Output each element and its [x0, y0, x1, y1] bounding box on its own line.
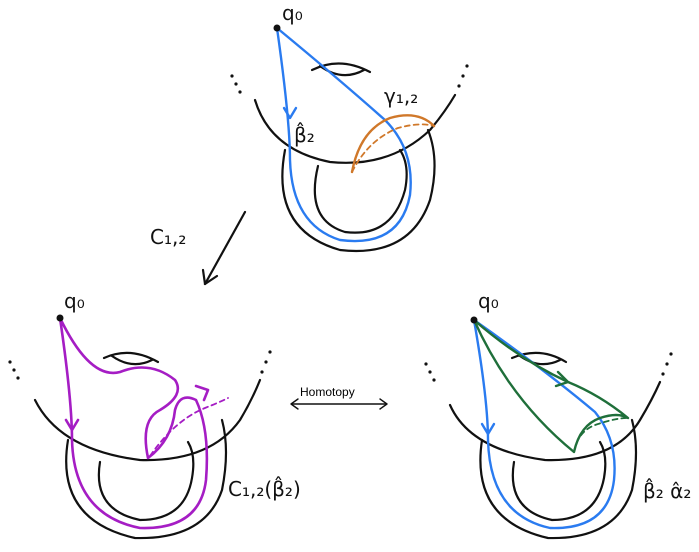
left-right-dots: [260, 350, 272, 374]
left-surface: q₀ C₁,₂(β̂₂): [8, 289, 301, 540]
top-gamma-curve: [350, 114, 436, 174]
right-surface-boundary: [448, 380, 662, 462]
top-beta-path: [275, 26, 412, 243]
top-basepoint-dot: [273, 24, 281, 32]
right-beta-path: [472, 318, 616, 530]
beta-top-label: β̂₂: [294, 122, 315, 147]
right-beta-arrowhead: [480, 422, 496, 436]
right-hole-upper: [510, 351, 568, 364]
left-left-dots: [8, 360, 20, 380]
top-left-dots: [230, 74, 242, 94]
left-handle-outer: [65, 418, 228, 540]
right-basepoint-label: q₀: [478, 289, 499, 313]
right-alpha-path: [472, 318, 630, 454]
left-hole-upper: [102, 351, 160, 364]
right-alpha-arrowhead: [554, 370, 570, 388]
top-basepoint-label: q₀: [282, 1, 303, 25]
left-basepoint-label: q₀: [64, 289, 85, 313]
left-caption: C₁,₂(β̂₂): [228, 476, 301, 501]
left-image-arrowhead: [64, 418, 80, 432]
gamma-label: γ₁,₂: [384, 84, 418, 108]
homotopy-label: Homotopy: [300, 385, 355, 399]
right-handle-outer: [479, 418, 638, 540]
top-surface-boundary: [253, 93, 457, 164]
right-caption: β̂₂ α̂₂: [643, 478, 691, 503]
right-left-dots: [424, 362, 436, 382]
right-alpha-dashed: [573, 417, 629, 453]
left-handle-inner: [97, 440, 195, 522]
left-image-arrowhead-2: [194, 384, 210, 402]
map-arrow-head: [201, 268, 219, 286]
homotopy-left-head: [290, 398, 299, 410]
right-basepoint-dot: [470, 316, 478, 324]
homotopy-right-head: [379, 398, 388, 410]
left-surface-boundary: [33, 378, 262, 462]
top-beta-arrowhead: [282, 106, 298, 120]
top-right-dots: [457, 64, 469, 88]
right-right-dots: [661, 352, 673, 376]
top-handle-outer: [281, 128, 436, 252]
homotopy-arrow: Homotopy: [290, 385, 388, 410]
map-arrow-shaft: [203, 210, 247, 286]
top-gamma-curve-back: [351, 123, 435, 173]
map-arrow-label: C₁,₂: [150, 225, 186, 249]
right-handle-inner: [511, 440, 607, 522]
top-surface: q₀ γ₁,₂ β̂₂: [230, 1, 469, 252]
left-image-path: [58, 316, 209, 530]
left-image-dashed: [149, 397, 229, 457]
left-basepoint-dot: [56, 314, 64, 322]
map-arrow: C₁,₂: [150, 210, 247, 286]
left-hole-lower: [110, 354, 154, 366]
top-handle-inner: [313, 148, 408, 234]
right-surface: q₀ β̂₂ α̂₂: [424, 289, 691, 540]
